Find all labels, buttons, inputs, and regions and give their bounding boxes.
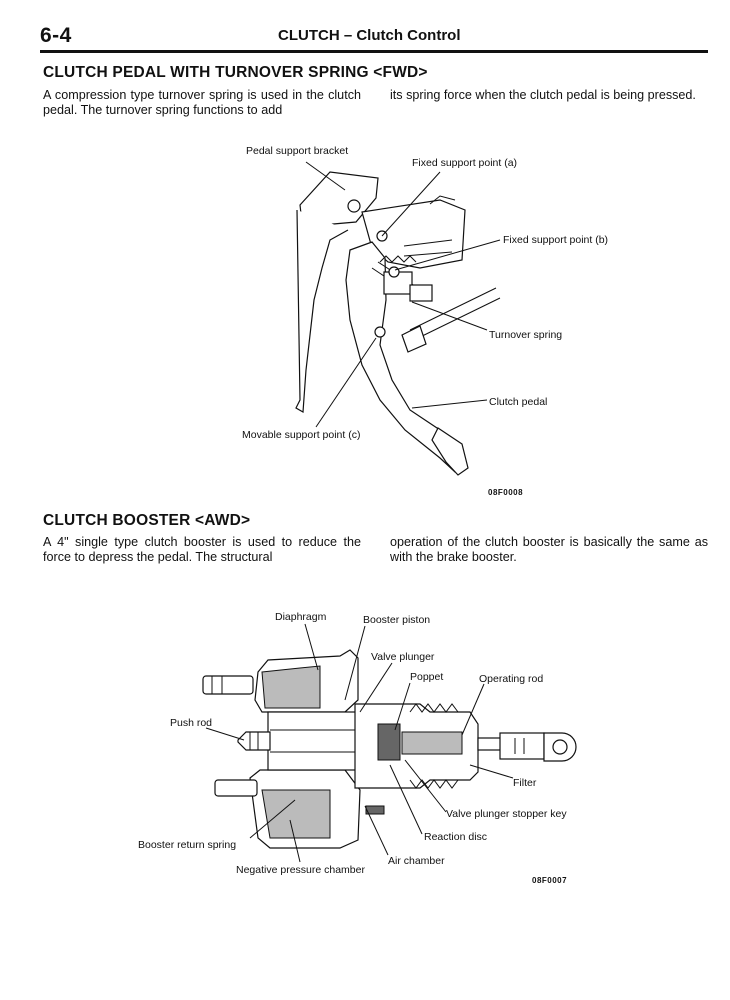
page-number: 6-4	[40, 24, 72, 47]
paragraph-clutch-pedal-left: A compression type turnover spring is us…	[43, 88, 361, 117]
label-fixed-support-point-a: Fixed support point (a)	[412, 157, 517, 169]
clutch-pedal-drawing	[295, 161, 501, 476]
paragraph-clutch-booster-left: A 4" single type clutch booster is used …	[43, 535, 361, 564]
label-turnover-spring: Turnover spring	[489, 329, 562, 341]
label-clutch-pedal: Clutch pedal	[489, 396, 547, 408]
label-fixed-support-point-b: Fixed support point (b)	[503, 234, 608, 246]
paragraph-clutch-booster-right: operation of the clutch booster is basic…	[390, 535, 708, 564]
label-movable-support-point-c: Movable support point (c)	[242, 429, 360, 441]
running-head: CLUTCH – Clutch Control	[278, 27, 461, 44]
section-title-clutch-pedal: CLUTCH PEDAL WITH TURNOVER SPRING <FWD>	[43, 64, 428, 81]
section-title-clutch-booster: CLUTCH BOOSTER <AWD>	[43, 512, 251, 529]
label-pedal-support-bracket: Pedal support bracket	[246, 145, 348, 157]
header-rule	[40, 50, 708, 53]
figure-code-clutch-pedal: 08F0008	[488, 488, 524, 497]
figure-code-clutch-booster: 08F0007	[532, 876, 568, 885]
paragraph-clutch-pedal-right: its spring force when the clutch pedal i…	[390, 88, 696, 102]
